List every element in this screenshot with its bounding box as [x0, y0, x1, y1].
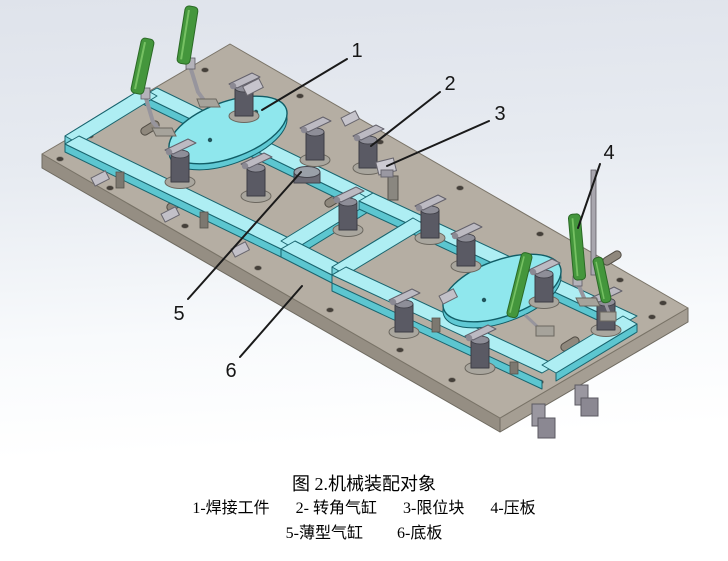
legend-item-5: 5-薄型气缸	[285, 525, 363, 542]
cylinder-unit	[528, 258, 561, 309]
cylinder-unit	[332, 186, 365, 237]
thin-cylinder	[293, 166, 321, 184]
rail-posts	[115, 171, 519, 375]
cylinder-unit	[299, 116, 332, 167]
legend-item-3: 3-限位块	[403, 500, 465, 517]
callout-number-3: 3	[494, 103, 505, 125]
mounting-holes	[56, 67, 667, 385]
callout-number-4: 4	[603, 142, 614, 164]
limit-blocks	[90, 77, 459, 305]
limit-block-3-target	[375, 157, 398, 178]
leader-line-3	[386, 120, 490, 167]
leader-line-5	[187, 171, 302, 300]
figure-caption: 图 2.机械装配对象 1-焊接工件 2- 转角气缸 3-限位块 4-压板 5-薄…	[0, 472, 728, 546]
cylinder-unit	[240, 152, 273, 203]
legend-row-2: 5-薄型气缸 6-底板	[0, 521, 728, 546]
callout-number-1: 1	[351, 40, 362, 62]
toggle-clamp-back-left-1	[130, 37, 177, 137]
cylinder-unit	[464, 324, 497, 375]
toggle-clamp-right-4-target	[567, 169, 601, 307]
legend-item-2: 2- 转角气缸	[295, 500, 377, 517]
corner-cylinder-2-target	[352, 124, 385, 175]
callout-leaders	[187, 58, 601, 358]
leader-line-2	[370, 91, 441, 147]
callout-numbers: 1 2 3 4 5 6	[173, 40, 614, 382]
cylinder-unit	[450, 222, 483, 273]
legend-item-6: 6-底板	[397, 525, 443, 542]
callout-number-6: 6	[225, 360, 236, 382]
legend-item-4: 4-压板	[490, 500, 536, 517]
legend-item-1: 1-焊接工件	[192, 500, 270, 517]
cylinder-unit	[388, 288, 421, 339]
legend-row-1: 1-焊接工件 2- 转角气缸 3-限位块 4-压板	[0, 496, 728, 521]
cad-figure-viewport: 1 2 3 4 5 6	[0, 0, 728, 458]
support-legs	[531, 384, 599, 439]
toggle-clamp-back-left-2	[176, 5, 221, 108]
cylinder-unit	[164, 138, 197, 189]
cylinder-unit	[414, 194, 447, 245]
leader-line-1	[261, 58, 348, 111]
callout-number-2: 2	[444, 73, 455, 95]
leader-line-6	[239, 285, 303, 358]
figure-title: 图 2.机械装配对象	[292, 474, 436, 494]
callout-number-5: 5	[173, 303, 184, 325]
press-arm-right-workpiece	[506, 252, 555, 337]
leader-line-4	[577, 163, 601, 229]
toggle-clamp-right-front	[592, 256, 617, 322]
